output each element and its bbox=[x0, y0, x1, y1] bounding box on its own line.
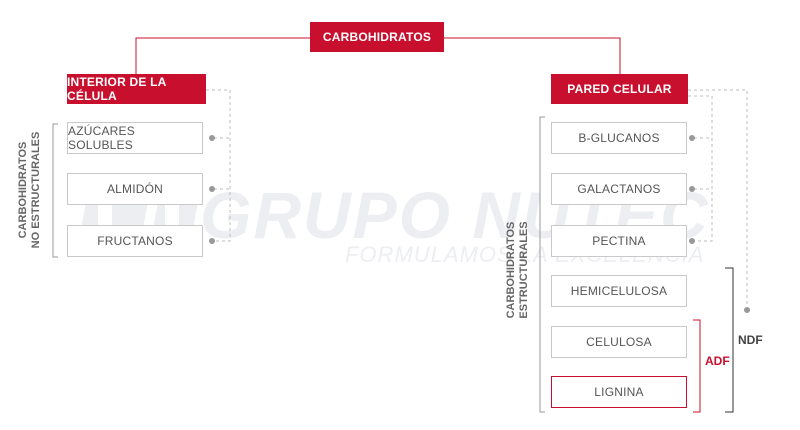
item-galactanos: GALACTANOS bbox=[551, 173, 687, 205]
item-celulosa: CELULOSA bbox=[551, 326, 687, 358]
label-no-estructurales: CARBOHIDRATOS NO ESTRUCTURALES bbox=[17, 132, 43, 249]
label-estructurales-line1: CARBOHIDRATOS bbox=[505, 221, 517, 319]
root-carbohidratos: CARBOHIDRATOS bbox=[310, 22, 444, 52]
label-estructurales-line2: ESTRUCTURALES bbox=[518, 221, 530, 319]
label-no-estructurales-line2: NO ESTRUCTURALES bbox=[30, 131, 42, 249]
label-estructurales: CARBOHIDRATOS ESTRUCTURALES bbox=[505, 221, 531, 318]
item-azucares-solubles: AZÚCARES SOLUBLES bbox=[67, 122, 203, 154]
item-pectina: PECTINA bbox=[551, 225, 687, 257]
header-pared-celular: PARED CELULAR bbox=[551, 74, 688, 104]
item-hemicelulosa: HEMICELULOSA bbox=[551, 275, 687, 307]
label-no-estructurales-line1: CARBOHIDRATOS bbox=[17, 141, 29, 239]
ndf-label: NDF bbox=[738, 333, 763, 347]
item-lignina: LIGNINA bbox=[551, 376, 687, 408]
item-b-glucanos: B-GLUCANOS bbox=[551, 122, 687, 154]
item-fructanos: FRUCTANOS bbox=[67, 225, 203, 257]
header-interior-celula: INTERIOR DE LA CÉLULA bbox=[67, 74, 206, 104]
item-almidon: ALMIDÓN bbox=[67, 173, 203, 205]
adf-label: ADF bbox=[705, 354, 730, 368]
